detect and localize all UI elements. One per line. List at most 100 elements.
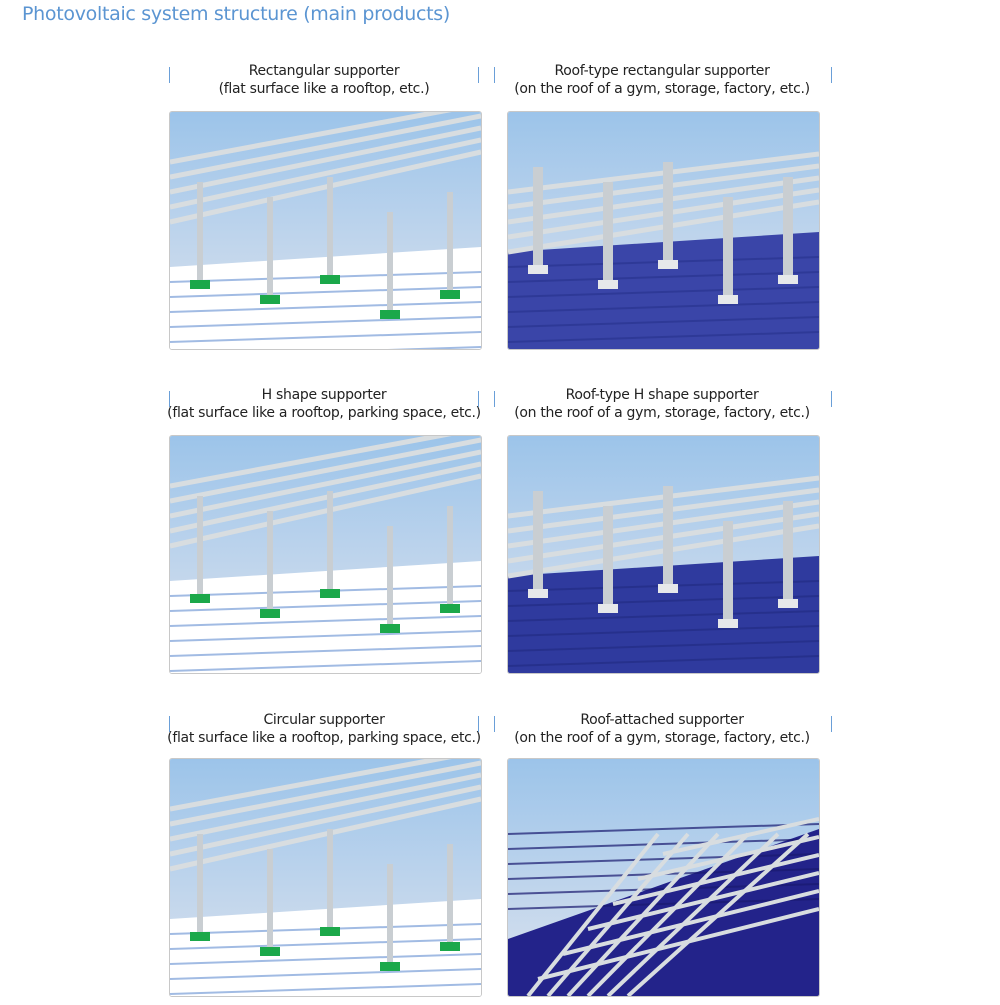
- product-caption: Roof-type H shape supporter (on the roof…: [492, 386, 832, 422]
- post-base: [440, 604, 460, 613]
- caption-marker-right: [478, 716, 479, 732]
- shadow-line: [508, 301, 819, 313]
- product-caption: Rectangular supporter (flat surface like…: [154, 62, 494, 98]
- product-description: (on the roof of a gym, storage, factory,…: [514, 81, 810, 97]
- post-base: [380, 310, 400, 319]
- structure-render: [170, 112, 481, 349]
- shadow-line: [508, 640, 819, 652]
- rail: [587, 871, 819, 931]
- product-name: H shape supporter: [261, 387, 387, 403]
- post-base: [380, 624, 400, 633]
- shadow-line: [170, 968, 481, 980]
- caption-marker-right: [478, 67, 479, 83]
- caption-marker-left: [494, 391, 495, 407]
- caption-marker-right: [478, 391, 479, 407]
- rail: [170, 112, 452, 165]
- rail: [537, 907, 819, 981]
- rail: [612, 853, 819, 906]
- rail: [170, 796, 481, 872]
- caption-marker-left: [494, 67, 495, 83]
- structure-render: [508, 436, 819, 673]
- shadow-line: [508, 655, 819, 667]
- post-base: [190, 594, 210, 603]
- caption-marker-left: [169, 67, 170, 83]
- post-base: [260, 609, 280, 618]
- product-name: Roof-type H shape supporter: [565, 387, 759, 403]
- post-base: [440, 942, 460, 951]
- post-base: [598, 604, 618, 613]
- caption-marker-left: [169, 716, 170, 732]
- shadow-line: [508, 898, 819, 910]
- post-base: [260, 947, 280, 956]
- shadow-line: [170, 316, 481, 328]
- post-base: [718, 295, 738, 304]
- post-base: [778, 599, 798, 608]
- post-base: [380, 962, 400, 971]
- caption-marker-right: [831, 391, 832, 407]
- page-title: Photovoltaic system structure (main prod…: [22, 3, 451, 25]
- product-image: [507, 758, 820, 997]
- rail: [637, 835, 819, 881]
- shadow-line: [508, 331, 819, 343]
- post-base: [440, 290, 460, 299]
- product-name: Roof-attached supporter: [580, 712, 744, 728]
- shadow-line: [170, 645, 481, 657]
- rail: [170, 760, 481, 827]
- rail: [170, 437, 481, 504]
- shadow-line: [170, 331, 481, 343]
- rail: [606, 832, 780, 996]
- shadow-line: [387, 346, 481, 349]
- rail: [662, 817, 819, 856]
- product-description: (flat surface like a rooftop, etc.): [218, 81, 430, 97]
- post-base: [718, 619, 738, 628]
- rail: [170, 137, 481, 210]
- rail: [170, 461, 481, 534]
- shadow-line: [508, 316, 819, 328]
- rail: [170, 473, 481, 549]
- product-caption: Roof-attached supporter (on the roof of …: [492, 711, 832, 747]
- rail: [170, 113, 481, 180]
- shadow-line: [170, 660, 481, 672]
- post-base: [320, 275, 340, 284]
- rail: [170, 436, 452, 489]
- shadow-line: [508, 823, 819, 835]
- rail: [170, 449, 481, 519]
- shadow-line: [508, 595, 819, 607]
- shadow-line: [170, 301, 481, 313]
- caption-marker-left: [169, 391, 170, 407]
- product-image: [507, 111, 820, 350]
- product-description: (flat surface like a rooftop, parking sp…: [167, 405, 481, 421]
- rail: [170, 125, 481, 195]
- product-name: Rectangular supporter: [248, 63, 400, 79]
- shadow-line: [508, 286, 819, 298]
- shadow-line: [170, 953, 481, 965]
- structure-render: [170, 436, 481, 673]
- post-base: [190, 280, 210, 289]
- product-description: (on the roof of a gym, storage, factory,…: [514, 730, 810, 746]
- shadow-line: [170, 600, 481, 612]
- shadow-line: [508, 610, 819, 622]
- product-caption: H shape supporter (flat surface like a r…: [154, 386, 494, 422]
- caption-marker-left: [494, 716, 495, 732]
- product-image: [169, 435, 482, 674]
- product-caption: Roof-type rectangular supporter (on the …: [492, 62, 832, 98]
- rail: [526, 832, 660, 996]
- caption-marker-right: [831, 716, 832, 732]
- rail: [562, 889, 819, 956]
- shadow-line: [170, 615, 481, 627]
- shadow-line: [508, 271, 819, 283]
- post-base: [658, 584, 678, 593]
- shadow-line: [170, 630, 481, 642]
- structure-render: [508, 759, 819, 996]
- product-description: (on the roof of a gym, storage, factory,…: [514, 405, 810, 421]
- product-image: [169, 758, 482, 997]
- post-base: [598, 280, 618, 289]
- shadow-line: [170, 938, 481, 950]
- rail: [170, 149, 481, 225]
- post-base: [528, 589, 548, 598]
- rail: [170, 784, 481, 857]
- rail: [170, 759, 452, 812]
- structure-render: [170, 759, 481, 996]
- product-name: Roof-type rectangular supporter: [554, 63, 770, 79]
- rail: [170, 772, 481, 842]
